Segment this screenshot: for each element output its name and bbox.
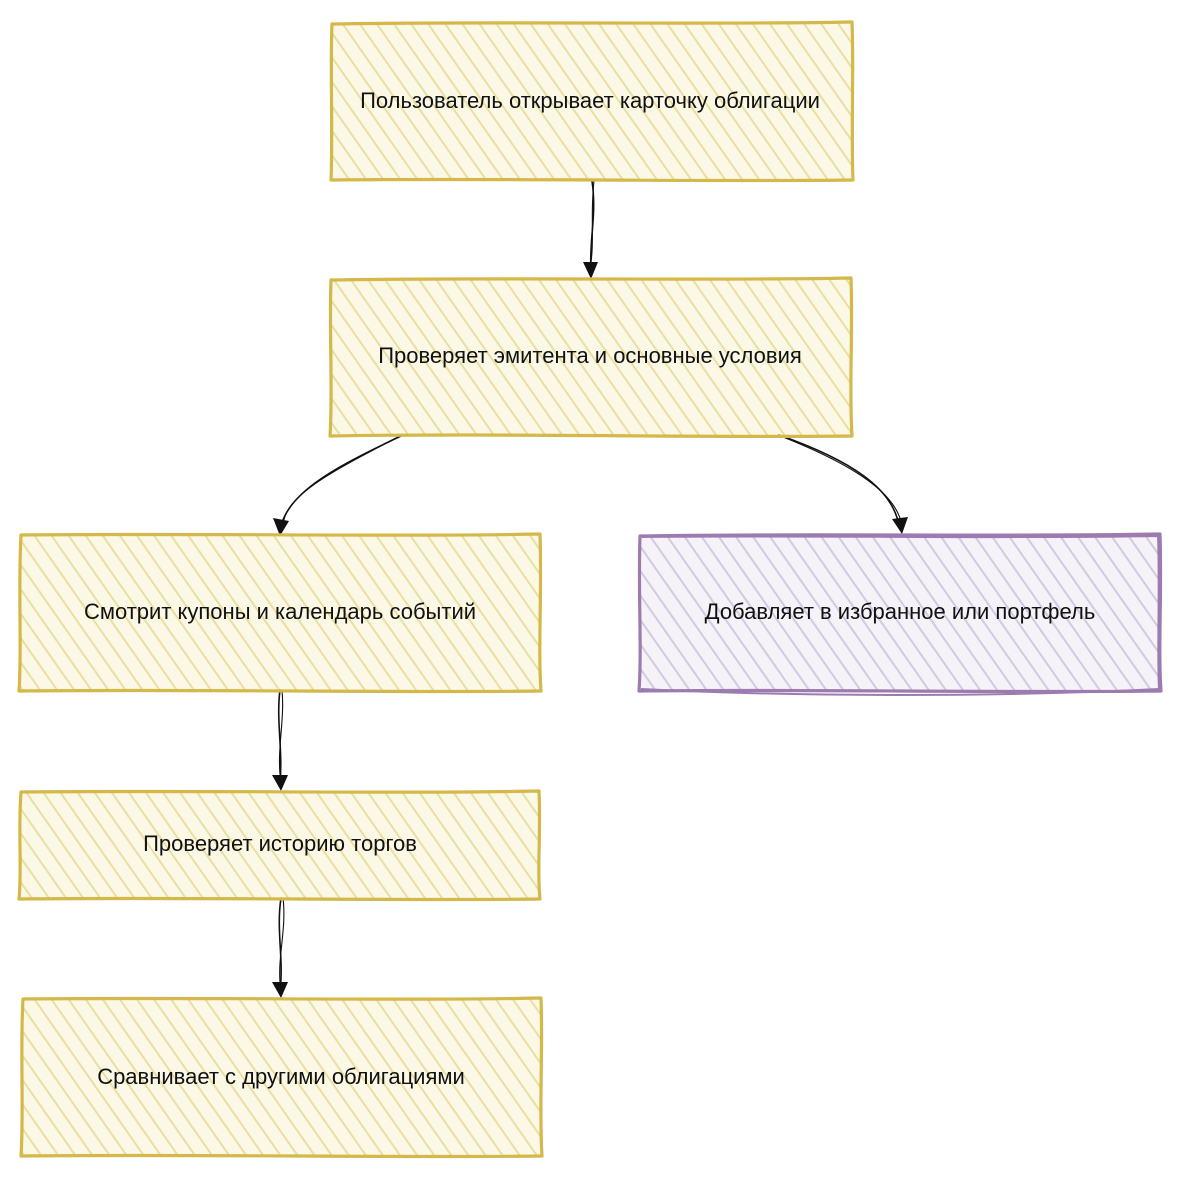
node-open-card: Пользователь открывает карточку облигаци… (329, 20, 855, 183)
edge-check-issuer-to-favorites (778, 434, 908, 534)
edge-history-to-compare (272, 897, 288, 998)
node-compare: Сравнивает с другими облигациями (19, 996, 544, 1159)
edge-open-card-to-check-issuer (583, 180, 598, 279)
node-favorites: Добавляет в избранное или портфель (637, 532, 1163, 696)
edge-check-issuer-to-coupons (273, 434, 404, 536)
node-label-compare: Сравнивает с другими облигациями (97, 1064, 465, 1089)
node-label-history: Проверяет историю торгов (143, 831, 417, 856)
nodes-layer: Пользователь открывает карточку облигаци… (17, 20, 1163, 1159)
node-history: Проверяет историю торгов (17, 789, 542, 902)
node-label-check-issuer: Проверяет эмитента и основные условия (378, 343, 802, 368)
edge-coupons-to-history (272, 689, 288, 791)
node-label-coupons: Смотрит купоны и календарь событий (84, 599, 476, 624)
node-check-issuer: Проверяет эмитента и основные условия (328, 276, 854, 439)
node-label-open-card: Пользователь открывает карточку облигаци… (360, 88, 820, 113)
node-coupons: Смотрит купоны и календарь событий (17, 532, 543, 694)
node-label-favorites: Добавляет в избранное или портфель (705, 599, 1096, 624)
edges-layer (272, 180, 908, 998)
